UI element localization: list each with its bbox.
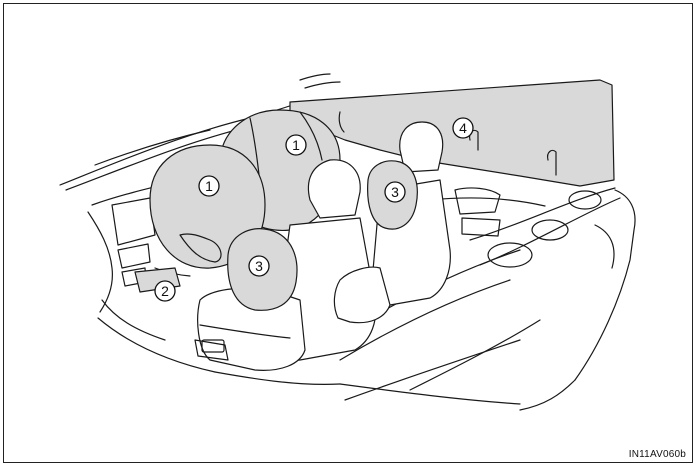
driver-seat [194,159,377,371]
car-body-outline [59,73,636,411]
callout-knee-airbag: 2 [154,280,176,302]
callout-curtain-shield-airbag: 4 [452,117,474,139]
callout-label: 3 [255,258,263,274]
callout-label: 2 [161,283,169,299]
callout-driver-side-airbag: 3 [248,255,270,277]
callout-label: 4 [459,120,467,136]
callouts: 1 1 2 3 3 4 [154,117,474,302]
callout-passenger-side-airbag: 3 [384,181,406,203]
callout-label: 3 [391,184,399,200]
callout-label: 1 [292,137,300,153]
figure-frame [3,3,693,463]
callout-passenger-front-airbag: 1 [285,134,307,156]
callout-driver-front-airbag: 1 [198,175,220,197]
callout-label: 1 [205,178,213,194]
figure-reference-code: IN11AV060b [628,449,686,460]
